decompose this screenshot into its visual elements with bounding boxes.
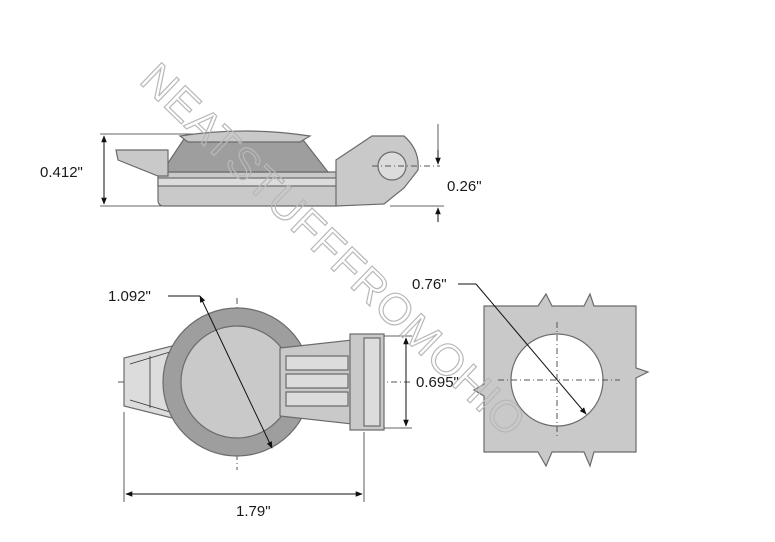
top-view-hinge-ribs — [285, 355, 349, 407]
side-view: 0.412" 0.26" — [40, 124, 482, 222]
top-view-cap-face — [180, 325, 294, 439]
hole-diameter-label: 0.76" — [412, 276, 447, 293]
top-view: 1.092" 1.79" 0.695" — [108, 288, 459, 520]
plate-view: 0.76" — [412, 276, 650, 468]
side-hinge-block — [335, 135, 419, 207]
top-view-tab-ribs — [129, 351, 171, 413]
hinge-width-label: 0.695" — [416, 374, 459, 391]
cap-diameter-label: 1.092" — [108, 288, 151, 305]
cap-diameter-dimension-line — [199, 295, 273, 449]
hole-diameter-dimension-line — [475, 283, 587, 415]
side-height-label: 0.412" — [40, 164, 83, 181]
side-dome-rim — [178, 130, 312, 143]
overall-length-label: 1.79" — [236, 503, 271, 520]
side-tab — [115, 149, 169, 177]
top-view-hinge-barrel — [363, 337, 381, 427]
side-hinge-height-label: 0.26" — [447, 178, 482, 195]
